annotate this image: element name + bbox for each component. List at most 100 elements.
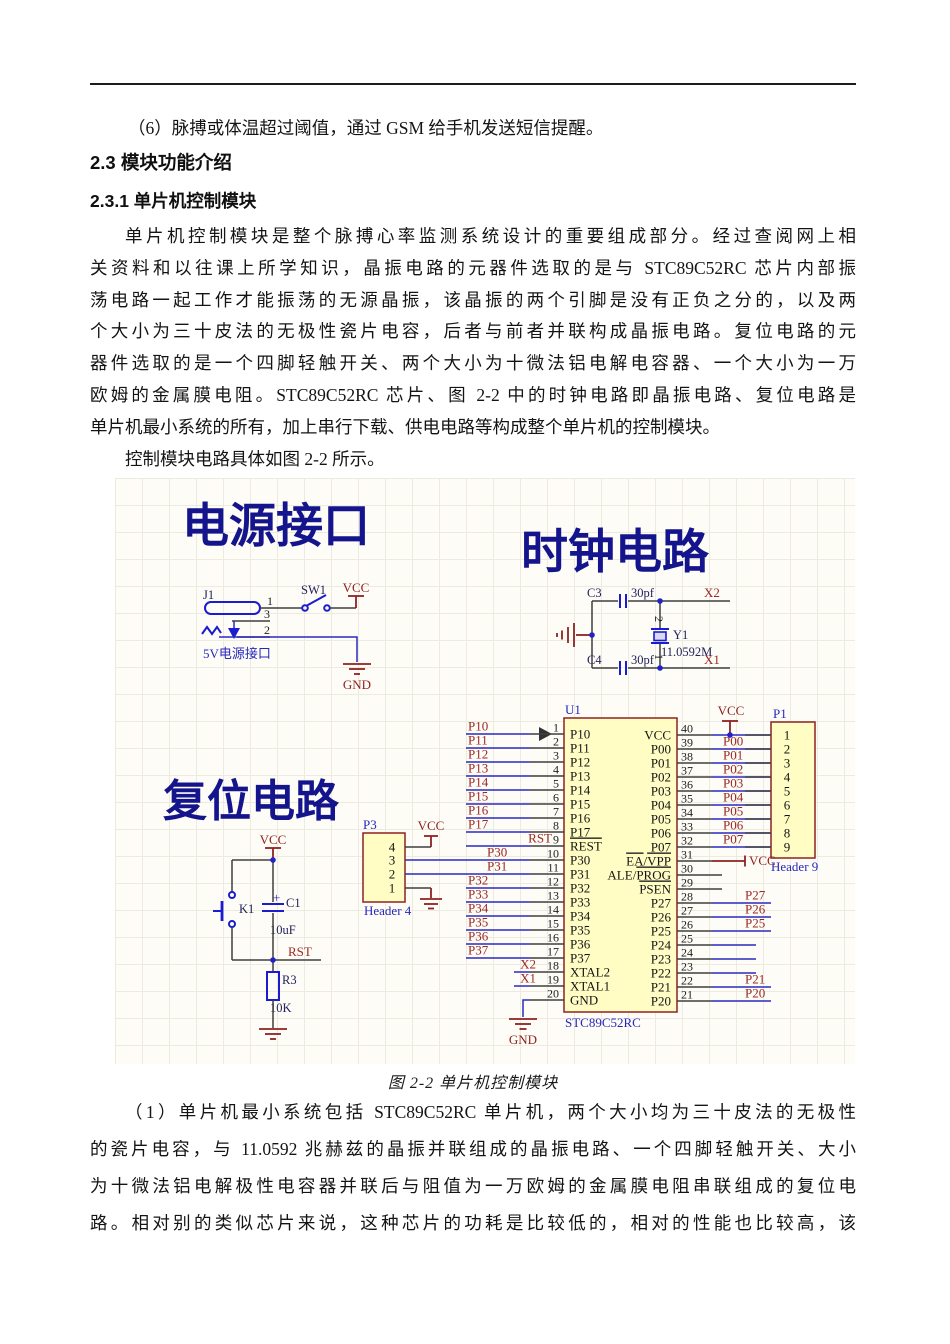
mcu-u1: U1 STC89C52RC VCC [539, 702, 744, 1030]
text-line: 为十微法铝电解极性电容器并联后与阻值为一万欧姆的金属膜电阻串联组成的复位电 [90, 1176, 856, 1196]
header-p3: P3 Header 4 VCC [362, 817, 444, 918]
pin-name: P05 [651, 812, 671, 827]
pin-number: 23 [681, 960, 693, 974]
net-label: P03 [723, 776, 743, 791]
pin-name: P17 [570, 825, 591, 840]
pin-number: 1 [553, 721, 559, 735]
pin-name: REST [570, 839, 602, 854]
header-rule [90, 83, 856, 85]
pin-number: 10 [547, 847, 559, 861]
net-label: P07 [723, 832, 744, 847]
text-line: 路。相对别的类似芯片来说，这种芯片的功耗是比较低的，相对的性能也比较高，该 [90, 1213, 856, 1233]
text-line: 个大小为三十皮法的无极性瓷片电容，后者与前者并联构成晶振电路。复位电路的元 [90, 321, 856, 342]
pin-number: 2 [553, 735, 559, 749]
u1-designator: U1 [565, 702, 581, 717]
pin-name: P24 [651, 938, 672, 953]
net-label: P37 [468, 943, 489, 958]
gnd-bars-icon [556, 623, 575, 647]
net-label: P25 [745, 916, 765, 931]
junction-dot [270, 857, 276, 863]
c4-designator: C4 [587, 653, 602, 667]
pin-name: P15 [570, 797, 590, 812]
vcc-label: VCC [749, 853, 776, 868]
capacitor-c4-icon [619, 661, 627, 675]
junction-dot [270, 957, 276, 963]
pin-name: P30 [570, 853, 590, 868]
p3-designator: P3 [363, 817, 377, 832]
net-label: P00 [723, 734, 743, 749]
pin-number: 35 [681, 792, 693, 806]
pin-name: PSEN [639, 882, 671, 897]
pin-name: P35 [570, 923, 590, 938]
net-label: P14 [468, 775, 489, 790]
pin-number: 31 [681, 848, 693, 862]
r3-value: 10K [270, 1001, 292, 1015]
u1-body [563, 717, 678, 1013]
gnd-label: GND [509, 1032, 537, 1047]
power-vcc-label: VCC [343, 580, 370, 595]
pin-name: P25 [651, 924, 671, 939]
clock-section-title: 时钟电路 [521, 527, 710, 579]
header-pin-number: 9 [784, 840, 791, 855]
net-label: P06 [723, 818, 744, 833]
resistor-r3-icon [266, 971, 280, 1001]
switch-contact [323, 604, 331, 612]
pin-name: P11 [570, 741, 590, 756]
header-pin-number: 7 [784, 812, 791, 827]
net-label: X2 [520, 957, 536, 972]
pin-number: 9 [553, 833, 559, 847]
header-pin-number: 2 [389, 867, 396, 882]
figure-caption: 图 2-2 单片机控制模块 [387, 1075, 559, 1092]
capacitor-c1-icon [262, 903, 284, 912]
text-line: 荡电路一起工作才能振荡的无源晶振，该晶振的两个引脚是没有正负之分的，以及两 [90, 289, 856, 310]
pin-name: EA/VPP [626, 854, 671, 869]
pin-number: 26 [681, 918, 693, 932]
pin-name: GND [570, 993, 598, 1008]
text-line: 的瓷片电容，与 11.0592 兆赫兹的晶振并联组成的晶振电路、一个四脚轻触开关… [90, 1139, 856, 1159]
pin-number: 39 [681, 736, 693, 750]
subsection-heading-2-3-1: 2.3.1 单片机控制模块 [90, 191, 257, 211]
pin-name: P14 [570, 783, 591, 798]
net-label: P34 [468, 901, 489, 916]
pin-number: 22 [681, 974, 693, 988]
net-label: RST [528, 831, 552, 846]
pin-name: P32 [570, 881, 590, 896]
pin-number: 30 [681, 862, 693, 876]
jack-pin2-number: 2 [264, 623, 270, 637]
pin-number: 16 [547, 931, 559, 945]
net-label: P35 [468, 915, 488, 930]
pin-number: 33 [681, 820, 693, 834]
reset-vcc-label: VCC [260, 832, 287, 847]
c1-value: 10uF [270, 923, 296, 937]
crystal-pin2-number: 2 [652, 616, 666, 622]
p1-designator: P1 [773, 706, 787, 721]
pin-name: P10 [570, 727, 590, 742]
p3-name: Header 4 [364, 903, 412, 918]
net-label: P21 [745, 972, 765, 987]
pin-number: 3 [553, 749, 559, 763]
junction-dot [657, 665, 663, 671]
gnd-wire [219, 636, 358, 662]
net-label-x1: X1 [704, 652, 720, 667]
pin-number: 27 [681, 904, 693, 918]
text-line: （1）单片机最小系统包括 STC89C52RC 单片机，两个大小均为三十皮法的无… [125, 1102, 856, 1122]
pin-name: P16 [570, 811, 591, 826]
y1-designator: Y1 [673, 628, 688, 642]
p3-body [362, 832, 406, 903]
y1-value: 11.0592M [661, 645, 712, 659]
power-section-title: 电源接口 [182, 501, 370, 553]
k1-designator: K1 [239, 902, 254, 916]
header-pin-number: 1 [389, 881, 396, 896]
pin-number: 20 [547, 987, 559, 1001]
pin-number: 4 [553, 763, 559, 777]
gnd-symbol-icon [259, 1028, 287, 1040]
junction-dot [589, 632, 595, 638]
crystal-y1-icon [651, 628, 669, 644]
pin-name: P04 [651, 798, 672, 813]
text-line: 欧姆的金属膜电阻。STC89C52RC 芯片、图 2-2 中的时钟电路即晶振电路… [90, 384, 856, 405]
jack-pin1-number: 1 [267, 594, 273, 608]
net-label: P05 [723, 804, 743, 819]
gnd-symbol-icon [343, 663, 371, 675]
pin-name: P20 [651, 994, 671, 1009]
header-pin-number: 4 [389, 840, 396, 855]
